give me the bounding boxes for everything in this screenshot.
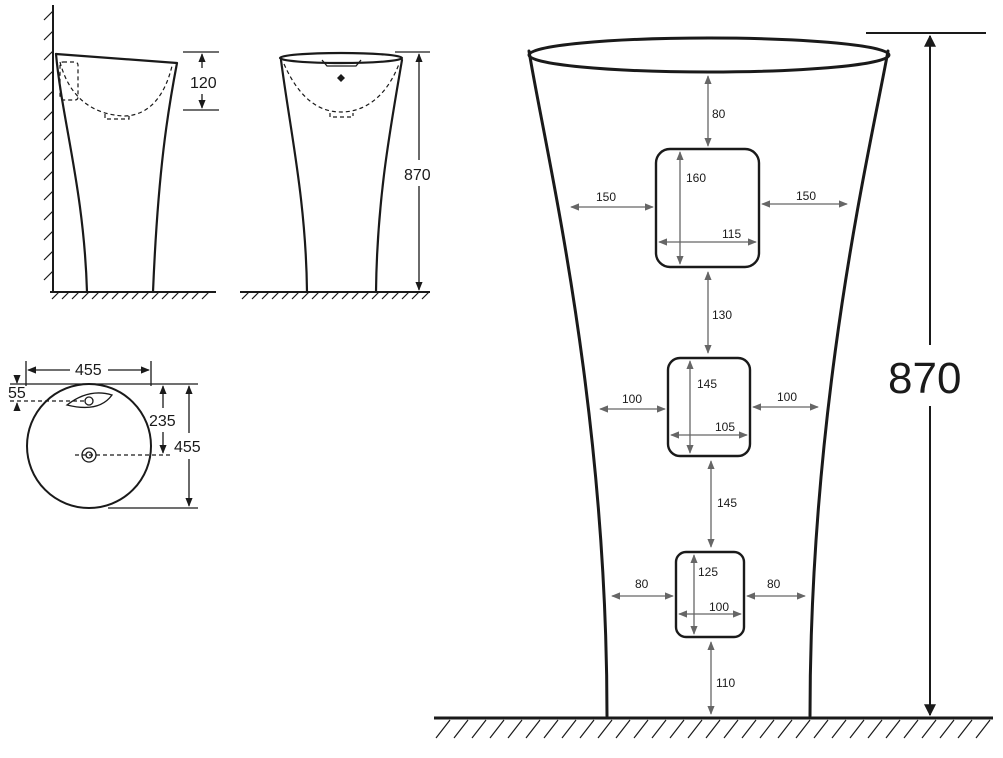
- top-view: 455 55 235 455: [8, 361, 201, 509]
- dim-w2-right: 100: [777, 390, 797, 404]
- overflow-hidden: [59, 61, 79, 101]
- front-outline-left: [279, 58, 309, 294]
- window-2: [666, 356, 752, 458]
- detail-floor-hatch: [435, 719, 991, 739]
- dim-front-height: 870: [404, 167, 431, 184]
- side-outline-back: [54, 52, 89, 294]
- side-view: 120: [43, 5, 219, 300]
- wall-hatch: [43, 10, 54, 281]
- dim-top-drain: 235: [149, 413, 176, 430]
- front-rim: [278, 51, 404, 65]
- detail-outline-left: [527, 49, 609, 718]
- dim-w3-right: 80: [767, 577, 781, 591]
- dim-w3-width: 100: [709, 600, 729, 614]
- dim-bowl-depth: 120: [190, 75, 217, 92]
- window-1: [654, 147, 761, 269]
- dim-w1-width: 115: [722, 227, 741, 241]
- dim-top-depth: 455: [174, 439, 201, 456]
- dim-w2-width: 105: [715, 420, 735, 434]
- dim-w1-height: 160: [686, 171, 706, 185]
- top-overflow-slot: [65, 392, 114, 409]
- front-outline-right: [374, 58, 404, 294]
- side-outline-front: [54, 52, 179, 294]
- front-bowl-hidden: [283, 63, 400, 113]
- top-overflow-hole: [84, 396, 94, 406]
- window-3: [674, 550, 746, 639]
- front-floor-hatch: [241, 291, 430, 300]
- dim-top-overflow: 55: [8, 385, 26, 402]
- top-basin-circle: [26, 383, 152, 509]
- front-drain-hidden: [329, 113, 354, 118]
- dim-w2-height: 145: [697, 377, 717, 391]
- dim-bottom-gap: 110: [716, 676, 735, 690]
- dim-w1-left: 150: [596, 190, 616, 204]
- dim-w2-left: 100: [622, 392, 642, 406]
- dim-gap-1-2: 130: [712, 308, 732, 322]
- detail-outline-right: [808, 49, 890, 718]
- dim-detail-height: 870: [888, 354, 961, 403]
- dim-w3-height: 125: [698, 565, 718, 579]
- front-tap-hole: [337, 74, 345, 82]
- front-view: 870: [240, 51, 431, 300]
- dim-top-gap: 80: [712, 107, 726, 121]
- drain-hidden: [104, 114, 130, 120]
- dim-gap-2-3: 145: [717, 496, 737, 510]
- detail-rim: [527, 36, 891, 74]
- detail-view: 870 80 160 115 150 150 130 145 105 100 1…: [434, 32, 993, 739]
- dim-top-width: 455: [75, 362, 102, 379]
- dim-w3-left: 80: [635, 577, 649, 591]
- dim-w1-right: 150: [796, 189, 816, 203]
- front-overflow: [321, 59, 362, 67]
- floor-hatch: [51, 291, 210, 300]
- bowl-hidden-line: [59, 61, 173, 117]
